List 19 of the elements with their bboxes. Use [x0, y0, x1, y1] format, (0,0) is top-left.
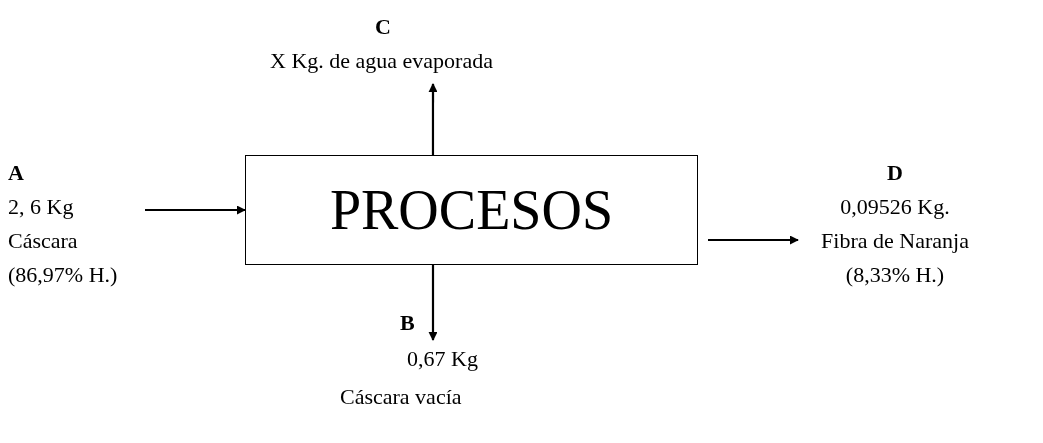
stream-label: (8,33% H.): [844, 262, 946, 288]
stream-letter: D: [886, 160, 904, 186]
arrow: [428, 83, 438, 155]
stream-label: Cáscara vacía: [340, 384, 462, 410]
process-label: PROCESOS: [329, 180, 614, 240]
stream-label: Fibra de Naranja: [820, 228, 970, 254]
stream-label: 0,09526 Kg.: [839, 194, 951, 220]
stream-label: 0,67 Kg: [407, 346, 478, 372]
process-box: [245, 155, 698, 265]
stream-label: Cáscara: [8, 228, 78, 254]
stream-letter: A: [8, 160, 24, 186]
stream-label: 2, 6 Kg: [8, 194, 74, 220]
arrow: [708, 235, 799, 245]
arrow: [428, 265, 438, 341]
stream-label: X Kg. de agua evaporada: [270, 48, 493, 74]
stream-label: (86,97% H.): [8, 262, 118, 288]
stream-letter: B: [400, 310, 415, 336]
stream-letter: C: [375, 14, 391, 40]
arrow: [145, 205, 246, 215]
